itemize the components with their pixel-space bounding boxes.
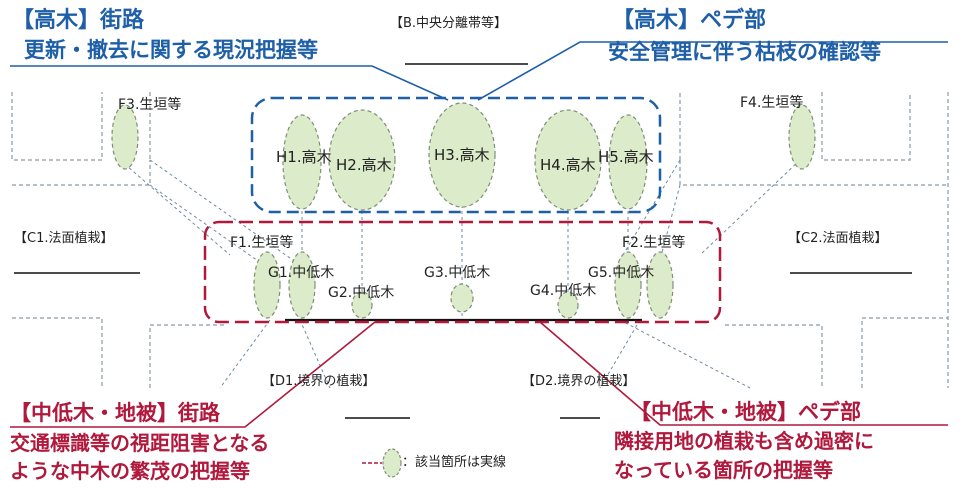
- legend-symbol: [362, 448, 402, 478]
- shrub-g5-label: G5.中低木: [588, 265, 655, 281]
- tree-h1-label: H1.高木: [276, 148, 332, 166]
- lane-line: [619, 159, 681, 261]
- shrub-group-box: [203, 220, 722, 324]
- tree-h4: [534, 109, 602, 211]
- shrubs: [111, 104, 816, 319]
- c2-label: 【C2.法面植栽】: [788, 231, 888, 246]
- lane-line: [149, 159, 301, 266]
- tall-tree-group-box: [250, 96, 662, 214]
- low-ped-desc-2: なっている箇所の把握等: [614, 458, 833, 482]
- hedge-f2-label: F2.生垣等: [622, 235, 686, 251]
- shrub-g1-label: G1.中低木: [268, 265, 335, 281]
- hedge-f4-label: F4.生垣等: [740, 95, 804, 111]
- road-outline-bottom-right-inner: [861, 317, 948, 388]
- low-ped-title: 【中低木・地被】ペデ部: [630, 400, 861, 424]
- low-ped-desc-1: 隣接用地の植栽も含め過密に: [614, 429, 874, 453]
- low-street-desc-2: ような中木の繁茂の把握等: [10, 459, 250, 483]
- road-outline-bottom-left-inner: [149, 324, 225, 388]
- hedge-f4: [788, 104, 816, 170]
- tree-h5-label: H5.高木: [598, 148, 654, 166]
- tree-h3: [428, 102, 496, 208]
- lane-line: [119, 159, 231, 256]
- hedge-f1: [253, 251, 281, 319]
- lane-line: [149, 184, 269, 269]
- red-callout-right: [539, 321, 948, 426]
- tree-h2: [328, 109, 396, 211]
- tall-ped-desc: 安全管理に伴う枯枝の確認等: [608, 40, 881, 64]
- road-outline-bottom-left: [12, 317, 103, 388]
- lane-line: [699, 159, 801, 256]
- hedge-f1-label: F1.生垣等: [230, 235, 294, 251]
- road-outline-top-left: [11, 92, 103, 161]
- road-outline-right-mid: [679, 160, 948, 186]
- d1-label: 【D1.境界の植栽】: [262, 374, 376, 389]
- lane-lines: [119, 159, 801, 389]
- shrub-g3: [450, 283, 474, 313]
- lane-line: [219, 319, 271, 389]
- hedge-f2: [646, 251, 674, 319]
- red-callouts: [10, 321, 948, 428]
- tall-street-desc: 更新・撤去に関する現況把握等: [24, 38, 318, 62]
- lane-line: [299, 319, 331, 389]
- shrub-g4-label: G4.中低木: [530, 283, 597, 299]
- shrub-g3-label: G3.中低木: [424, 265, 491, 281]
- d2-label: 【D2.境界の植栽】: [522, 374, 636, 389]
- tree-h1: [282, 114, 322, 210]
- road-outline-left-mid: [12, 160, 151, 186]
- c1-label: 【C1.法面植栽】: [14, 231, 114, 246]
- lane-line: [599, 319, 641, 389]
- tree-h4-label: H4.高木: [540, 156, 596, 174]
- red-callout-left: [10, 321, 376, 428]
- blue-callout-right: [477, 41, 948, 101]
- tall-ped-title: 【高木】ペデ部: [612, 8, 767, 33]
- road-outline-top-right: [821, 92, 911, 161]
- legend-text: ：該当箇所は実線: [402, 455, 507, 470]
- shrub-g4: [557, 291, 579, 319]
- rule-lines: [14, 63, 912, 419]
- hedge-f3: [111, 104, 139, 170]
- shrub-g2: [351, 291, 373, 319]
- tree-h5: [608, 114, 648, 210]
- tree-h2-label: H2.高木: [336, 156, 392, 174]
- tall-trees: [282, 102, 648, 211]
- blue-callout-left: [10, 65, 449, 101]
- hedge-f3-label: F3.生垣等: [118, 97, 182, 113]
- median-label: 【B.中央分離帯等】: [390, 16, 508, 31]
- tree-h3-label: H3.高木: [434, 146, 490, 164]
- shrub-g5: [614, 251, 642, 319]
- shrub-g2-label: G2.中低木: [328, 285, 395, 301]
- blue-callouts: [10, 41, 948, 101]
- low-street-title: 【中低木・地被】街路: [10, 401, 220, 425]
- tall-street-title: 【高木】街路: [12, 8, 145, 33]
- shrub-g1: [288, 251, 316, 319]
- lane-line: [619, 319, 751, 389]
- road-outline-bottom-right: [725, 324, 823, 388]
- low-street-desc-1: 交通標識等の視距阻害となる: [10, 431, 270, 455]
